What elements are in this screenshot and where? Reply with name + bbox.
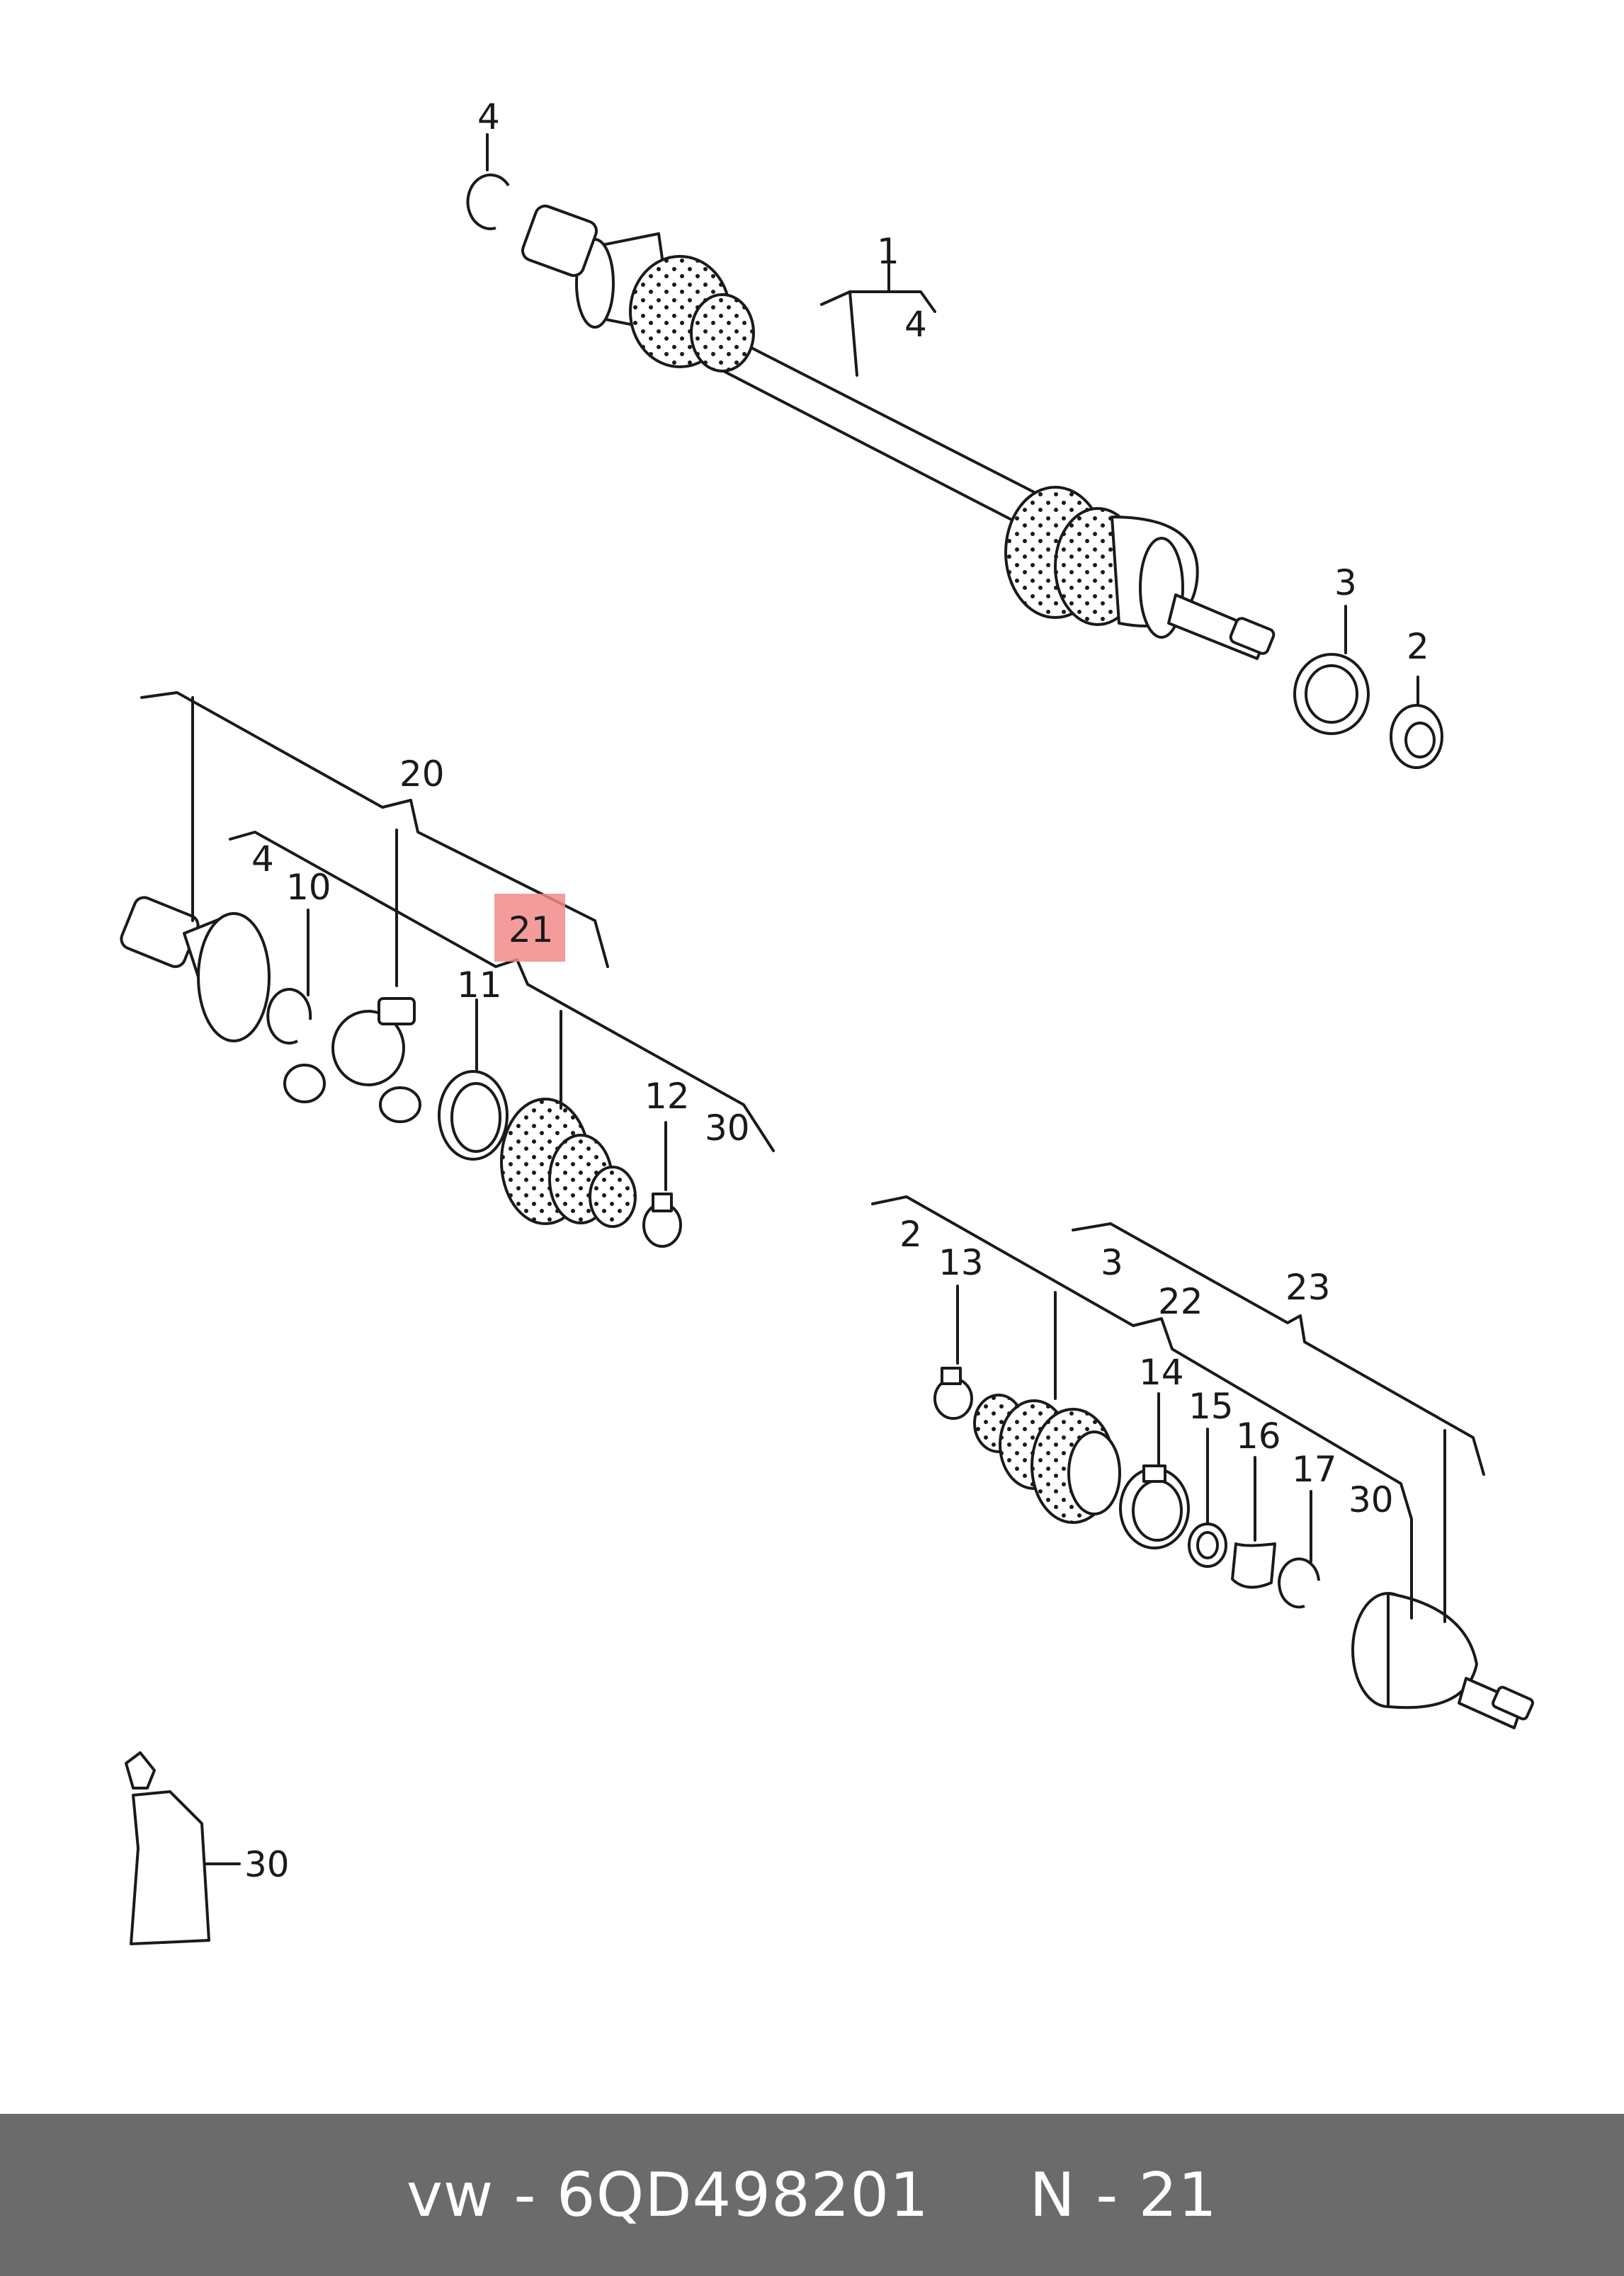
callout-30-tube: 30 xyxy=(244,1844,290,1885)
callout-13: 13 xyxy=(938,1242,984,1283)
callout-15: 15 xyxy=(1188,1386,1234,1427)
clamp-14-lock xyxy=(1142,1464,1166,1483)
inner-spline-stub xyxy=(521,204,598,278)
part-number-caption: vw - 6QD498201 N - 21 xyxy=(406,2159,1217,2231)
outer-cv-thread xyxy=(1492,1685,1534,1721)
roller-right xyxy=(379,1086,421,1123)
callout-16: 16 xyxy=(1236,1416,1281,1457)
callout-4-top: 4 xyxy=(477,96,500,137)
highlight-box-21 xyxy=(494,894,565,962)
inner-boot-fold xyxy=(690,293,755,372)
callout-1: 1 xyxy=(877,231,899,272)
callout-14: 14 xyxy=(1139,1352,1184,1393)
callout-23: 23 xyxy=(1285,1267,1331,1308)
circlip-17 xyxy=(1278,1557,1320,1609)
inner-joint-kit xyxy=(120,896,682,1248)
callout-10: 10 xyxy=(286,867,331,908)
callout-2: 2 xyxy=(1407,626,1429,667)
boot-21-fold-b xyxy=(589,1166,637,1228)
ring-15-inner xyxy=(1196,1531,1219,1559)
bracket-20 xyxy=(140,691,609,968)
grease-tube-nozzle xyxy=(125,1751,156,1789)
callout-12: 12 xyxy=(645,1076,690,1117)
callout-3: 3 xyxy=(1334,562,1357,603)
footer-bar: vw - 6QD498201 N - 21 xyxy=(0,2114,1624,2276)
callout-11: 11 xyxy=(457,965,502,1006)
clamp-13-lock xyxy=(941,1367,962,1385)
callout-4-shaft: 4 xyxy=(904,304,927,345)
nut-2-inner xyxy=(1404,722,1436,758)
bracket-23 xyxy=(1072,1222,1485,1476)
callout-17: 17 xyxy=(1292,1449,1337,1490)
parts-diagram: 4 1 4 3 2 20 4 10 21 11 12 30 2 13 3 22 … xyxy=(120,96,1534,1945)
drive-shaft-assembly xyxy=(521,204,1276,660)
outer-thread xyxy=(1229,617,1276,655)
grease-tube-body xyxy=(130,1790,210,1945)
seal-ring-3-inner xyxy=(1305,664,1358,724)
grease-tube xyxy=(125,1751,241,1945)
callout-21: 21 xyxy=(509,909,554,950)
callout-30-lower: 30 xyxy=(1348,1479,1394,1520)
outer-joint-kit xyxy=(933,1367,1534,1729)
callout-4-mid: 4 xyxy=(251,838,274,880)
circlip-top xyxy=(466,173,510,231)
cone-16 xyxy=(1231,1542,1276,1589)
tripod-spider xyxy=(331,1010,405,1086)
callout-20: 20 xyxy=(399,753,445,795)
callout-30-mid: 30 xyxy=(705,1108,750,1149)
tripod-housing-cup xyxy=(197,912,271,1042)
boot-22-mouth xyxy=(1067,1430,1121,1515)
clamp-12-lock xyxy=(652,1193,673,1212)
clamp-14-inner xyxy=(1132,1479,1183,1542)
clamp-11-inner xyxy=(450,1082,501,1153)
callout-2-lower: 2 xyxy=(899,1214,922,1255)
bracket-2 xyxy=(871,1195,1413,1520)
callout-3-lower: 3 xyxy=(1101,1242,1123,1283)
callout-22: 22 xyxy=(1158,1281,1203,1322)
circlip-10 xyxy=(266,988,312,1045)
outer-cv-joint xyxy=(1387,1592,1478,1709)
roller-left xyxy=(283,1064,326,1103)
roller-top xyxy=(377,997,416,1025)
